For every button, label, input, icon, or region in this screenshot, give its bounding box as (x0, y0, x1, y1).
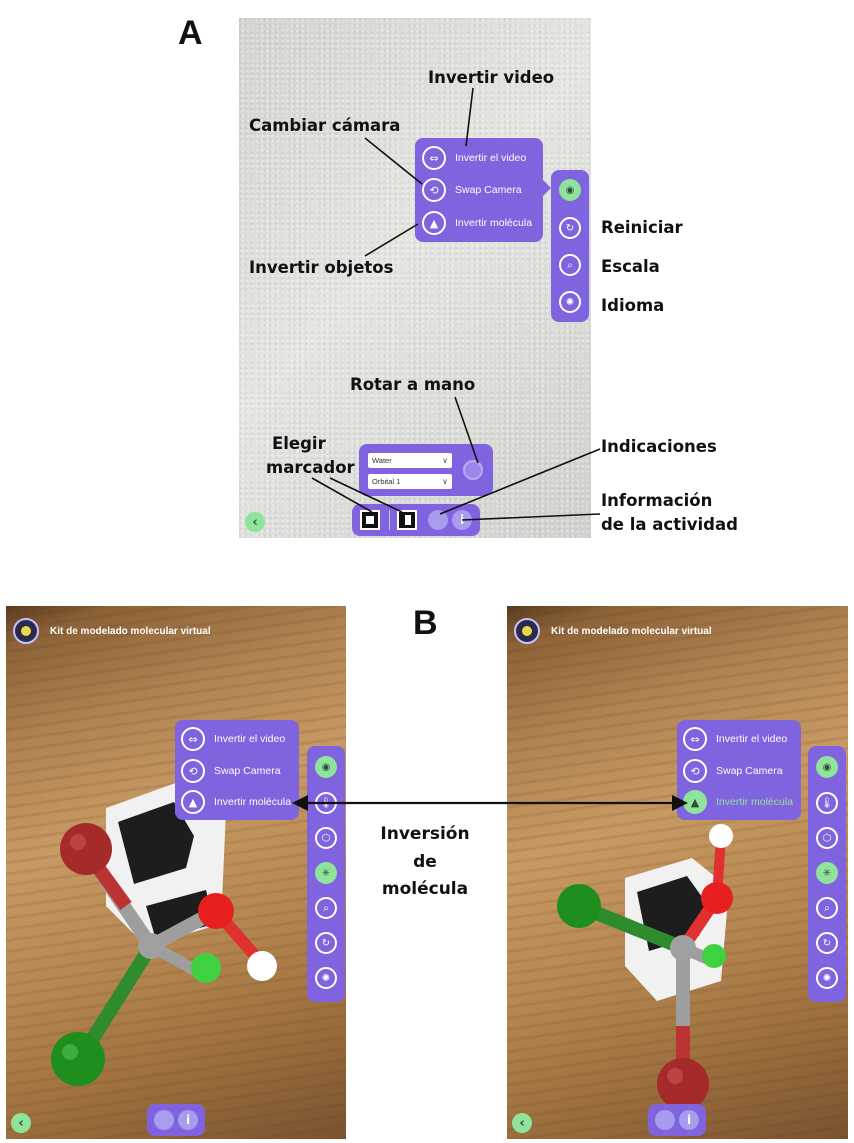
hints-button[interactable] (428, 510, 448, 530)
flip-video-item[interactable]: ⇔ Invertir el video (181, 727, 299, 751)
camera-options-menu-left: ⇔ Invertir el video ⟲ Swap Camera ▲ Inve… (175, 720, 299, 820)
invert-molecule-icon: ▲ (181, 790, 205, 814)
molecule-select-value: Water (372, 456, 392, 465)
app-title: Kit de modelado molecular virtual (50, 626, 211, 637)
activity-info-button[interactable]: i (679, 1110, 699, 1130)
callout-language: Idioma (601, 296, 665, 315)
thermometer-icon[interactable]: 🌡 (816, 792, 838, 814)
back-button-b-left[interactable]: ‹ (11, 1113, 31, 1133)
callout-rotate-hand: Rotar a mano (350, 375, 476, 394)
invert-molecule-label: Invertir molécula (455, 217, 533, 229)
flip-video-label: Invertir el video (716, 733, 788, 745)
molecule-icon[interactable]: ✳ (315, 862, 337, 884)
invert-molecule-label: Invertir molécula (214, 796, 292, 808)
invert-molecule-item-active[interactable]: ▲ Invertir molécula (683, 790, 801, 814)
callout-invert-video: Invertir video (428, 68, 555, 87)
swap-camera-icon: ⟲ (683, 759, 707, 783)
flip-video-label: Invertir el video (214, 733, 286, 745)
swap-camera-icon: ⟲ (181, 759, 205, 783)
molecule-model-right (557, 824, 733, 1110)
callout-scale: Escala (601, 257, 660, 276)
invert-molecule-label: Invertir molécula (716, 796, 794, 808)
language-icon[interactable]: ✺ (315, 967, 337, 989)
callout-choose-marker-2: marcador (266, 458, 355, 477)
zoom-icon[interactable]: ⌕ (559, 254, 581, 276)
app-title: Kit de modelado molecular virtual (551, 626, 712, 637)
camera-icon[interactable]: ◉ (559, 179, 581, 201)
camera-icon[interactable]: ◉ (816, 756, 838, 778)
app-logo-icon (514, 618, 540, 644)
invert-molecule-item[interactable]: ▲ Invertir molécula (422, 211, 543, 235)
callout-lines-a (311, 87, 601, 521)
panel-b-label: B (413, 604, 438, 642)
flip-video-icon: ⇔ (181, 727, 205, 751)
zoom-icon[interactable]: ⌕ (315, 897, 337, 919)
app-logo-icon (13, 618, 39, 644)
orbital-select-value: Orbital 1 (372, 477, 401, 486)
cube-icon[interactable]: ⬡ (315, 827, 337, 849)
flip-video-item[interactable]: ⇔ Invertir el video (422, 146, 543, 170)
molecule-model-left (51, 781, 277, 1086)
language-icon[interactable]: ✺ (816, 967, 838, 989)
molecule-select[interactable]: Water ∨ (368, 453, 452, 468)
reset-icon[interactable]: ↻ (315, 932, 337, 954)
chevron-down-icon: ∨ (442, 477, 448, 486)
side-toolbar-a: ◉ ↻ ⌕ ✺ (551, 170, 589, 322)
bottom-bar-b-left: i (147, 1104, 205, 1136)
inversion-double-arrow (292, 795, 688, 811)
screenshot-b-original (6, 606, 346, 1139)
camera-options-menu-right: ⇔ Invertir el video ⟲ Swap Camera ▲ Inve… (677, 720, 801, 820)
callout-activity-info-2: de la actividad (601, 515, 738, 534)
invert-molecule-icon: ▲ (422, 211, 446, 235)
marker-divider (389, 510, 390, 530)
back-button-b-right[interactable]: ‹ (512, 1113, 532, 1133)
callout-activity-info-1: Información (601, 491, 713, 510)
reset-icon[interactable]: ↻ (816, 932, 838, 954)
callout-invert-objects: Invertir objetos (249, 258, 394, 277)
callout-change-camera: Cambiar cámara (249, 116, 401, 135)
cube-icon[interactable]: ⬡ (816, 827, 838, 849)
swap-camera-label: Swap Camera (716, 765, 783, 777)
panel-a-label: A (178, 14, 203, 52)
flip-video-icon: ⇔ (683, 727, 707, 751)
callout-choose-marker-1: Elegir (272, 434, 326, 453)
callout-reset: Reiniciar (601, 218, 683, 237)
rotate-hand-button[interactable] (463, 460, 483, 480)
screenshot-b-inverted (507, 606, 848, 1139)
side-toolbar-b-right: ◉ 🌡 ⬡ ✳ ⌕ ↻ ✺ (808, 746, 846, 1002)
inversion-label-2: de (413, 852, 437, 872)
swap-camera-label: Swap Camera (455, 184, 522, 196)
swap-camera-icon: ⟲ (422, 178, 446, 202)
camera-options-menu: ⇔ Invertir el video ⟲ Swap Camera ▲ Inve… (415, 138, 543, 242)
hints-button[interactable] (655, 1110, 675, 1130)
flip-video-item[interactable]: ⇔ Invertir el video (683, 727, 801, 751)
swap-camera-item[interactable]: ⟲ Swap Camera (181, 759, 299, 783)
back-button-a[interactable]: ‹ (245, 512, 265, 532)
activity-info-button[interactable]: i (178, 1110, 198, 1130)
swap-camera-label: Swap Camera (214, 765, 281, 777)
bottom-bar-b-right: i (648, 1104, 706, 1136)
inversion-label-1: Inversión (380, 824, 470, 844)
chevron-down-icon: ∨ (442, 456, 448, 465)
flip-video-icon: ⇔ (422, 146, 446, 170)
inversion-label-3: molécula (381, 879, 469, 899)
flip-video-label: Invertir el video (455, 152, 527, 164)
callout-hints: Indicaciones (601, 437, 717, 456)
orbital-select[interactable]: Orbital 1 ∨ (368, 474, 452, 489)
invert-molecule-item[interactable]: ▲ Invertir molécula (181, 790, 299, 814)
zoom-icon[interactable]: ⌕ (816, 897, 838, 919)
swap-camera-item[interactable]: ⟲ Swap Camera (683, 759, 801, 783)
selector-panel: Water ∨ Orbital 1 ∨ (359, 444, 493, 496)
bottom-bar-a: i (352, 504, 480, 536)
hints-button[interactable] (154, 1110, 174, 1130)
menu-pointer (543, 180, 551, 196)
language-icon[interactable]: ✺ (559, 291, 581, 313)
reset-icon[interactable]: ↻ (559, 217, 581, 239)
camera-icon[interactable]: ◉ (315, 756, 337, 778)
marker-right-button[interactable] (397, 510, 417, 530)
swap-camera-item[interactable]: ⟲ Swap Camera (422, 178, 543, 202)
side-toolbar-b-left: ◉ 🌡 ⬡ ✳ ⌕ ↻ ✺ (307, 746, 345, 1002)
molecule-icon[interactable]: ✳ (816, 862, 838, 884)
